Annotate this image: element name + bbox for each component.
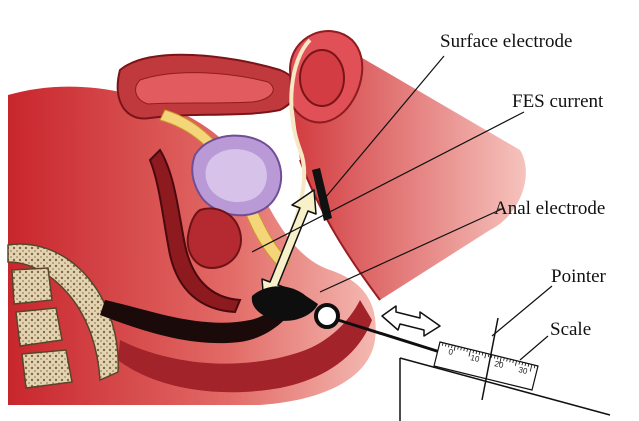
vertebra-2 [16,308,62,346]
label-surface-electrode: Surface electrode [440,31,572,52]
label-anal-electrode: Anal electrode [494,198,605,219]
leader-pointer [492,286,552,336]
prostate [188,208,241,268]
leader-scale [520,336,548,360]
testis [300,50,344,106]
vertebra-1 [12,268,52,304]
label-fes-current: FES current [512,91,604,112]
vertebra-3 [22,350,72,388]
translation-arrow [382,306,440,336]
label-pointer: Pointer [551,266,607,287]
label-scale: Scale [550,319,591,340]
